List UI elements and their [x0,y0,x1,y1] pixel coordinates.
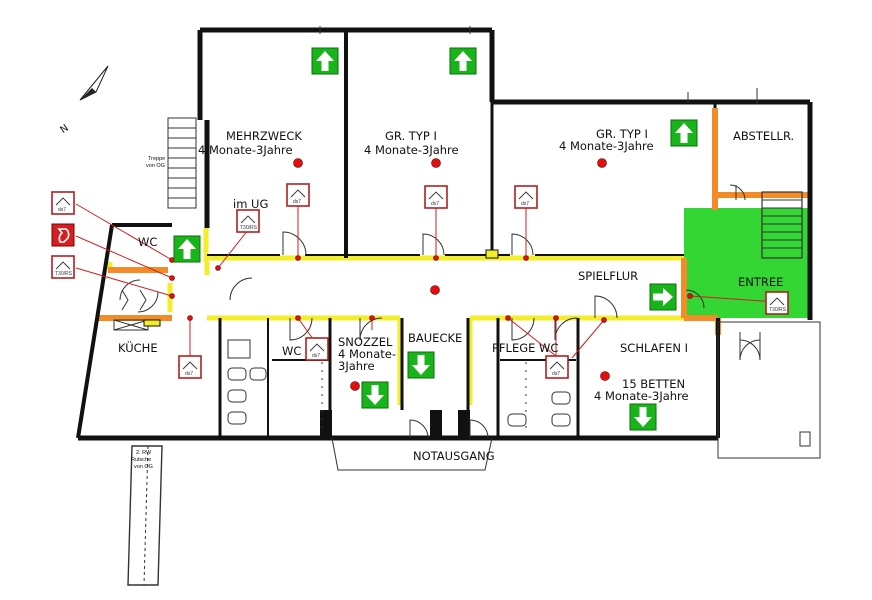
north-arrow: N [58,65,109,136]
svg-text:T30/RS: T30/RS [240,225,258,231]
room-name: GR. TYP I [385,129,437,143]
room-name: SCHLAFEN I [620,341,688,355]
stair-note: Treppe von OG [146,156,165,169]
room-mehrzweck: MEHRZWECK 4 Monate-3Jahre [198,129,302,157]
walls [76,27,813,441]
exit-sign-up-icon [311,47,339,75]
fire-extinguisher-icon [51,223,75,247]
door-closer-icon: T30/RS [765,291,789,315]
door-closer-icon: T30/RS [51,255,75,279]
svg-text:ds7: ds7 [185,371,193,377]
room-schlafen: SCHLAFEN I 15 BETTEN 4 Monate-3Jahre [594,341,689,403]
room-age: 4 Monate-3Jahre [559,139,654,153]
smoke-detector-icon: ds7 [286,183,310,207]
smoke-detector-icon: ds7 [545,355,569,379]
room-gr-typ-1a: GR. TYP I 4 Monate-3Jahre [364,129,459,157]
smoke-detector-icon: ds7 [514,185,538,209]
room-age: 4 Monate-3Jahre [198,143,293,157]
slide-note: 2. RW Rutsche von OG [131,450,153,470]
exit-sign-up-icon [670,119,698,147]
room-name: SNOZZEL [338,335,393,349]
room-abstellr: ABSTELLR. [733,129,794,143]
door-closer-icon: T30/RS [236,209,260,233]
svg-text:T30/RS: T30/RS [769,307,787,313]
north-label: N [58,123,70,136]
svg-text:Treppe: Treppe [148,156,165,162]
smoke-detector-icon: ds7 [51,191,75,215]
smoke-detector-icon: ds7 [424,185,448,209]
exit-sign-down-icon [361,381,389,409]
room-age: 4 Monate-3Jahre [364,143,459,157]
room-kueche: KÜCHE [118,339,158,355]
room-bauecke: BAUECKE [408,331,462,345]
room-spielflur: SPIELFLUR [578,269,638,283]
exit-sign-up-icon [449,47,477,75]
room-notausgang: NOTAUSGANG [413,449,495,463]
exit-sign-right-icon [649,283,677,311]
room-age: 4 Monate-3Jahre [594,389,689,403]
svg-text:T30/RS: T30/RS [55,271,73,277]
room-entree: ENTREE [738,275,783,289]
svg-text:Rutsche: Rutsche [131,457,151,463]
exit-sign-up-icon [173,235,201,263]
room-wc-top: WC [138,235,157,249]
svg-text:von OG: von OG [146,163,165,169]
room-snozzel: SNOZZEL 4 Monate- 3Jahre [338,335,396,373]
marker [143,319,161,327]
smoke-detector-icon: ds7 [305,337,329,361]
svg-text:ds7: ds7 [431,201,439,207]
svg-text:ds7: ds7 [312,353,320,359]
room-wc-mid: WC [282,344,301,358]
marker [485,249,499,259]
room-name: GR. TYP I [596,127,648,141]
room-gr-typ-1b: GR. TYP I 4 Monate-3Jahre [559,127,654,153]
room-age: 4 Monate- [338,347,396,361]
exit-sign-down-icon [407,351,435,379]
outside-elements [113,26,821,586]
room-pflege-wc: PFLEGE WC [492,341,558,355]
room-age: 3Jahre [338,359,375,373]
alarm-points [169,158,693,391]
svg-text:ds7: ds7 [521,201,529,207]
room-im-ug: im UG [233,197,268,211]
svg-text:2. RW: 2. RW [136,450,152,456]
smoke-detector-icon: ds7 [178,355,202,379]
svg-text:ds7: ds7 [293,199,301,205]
room-name: MEHRZWECK [226,129,302,143]
exit-sign-down-icon [629,403,657,431]
svg-text:ds7: ds7 [552,371,560,377]
svg-text:von OG: von OG [134,464,153,470]
room-beds: 15 BETTEN [622,377,685,391]
svg-text:ds7: ds7 [58,207,66,213]
